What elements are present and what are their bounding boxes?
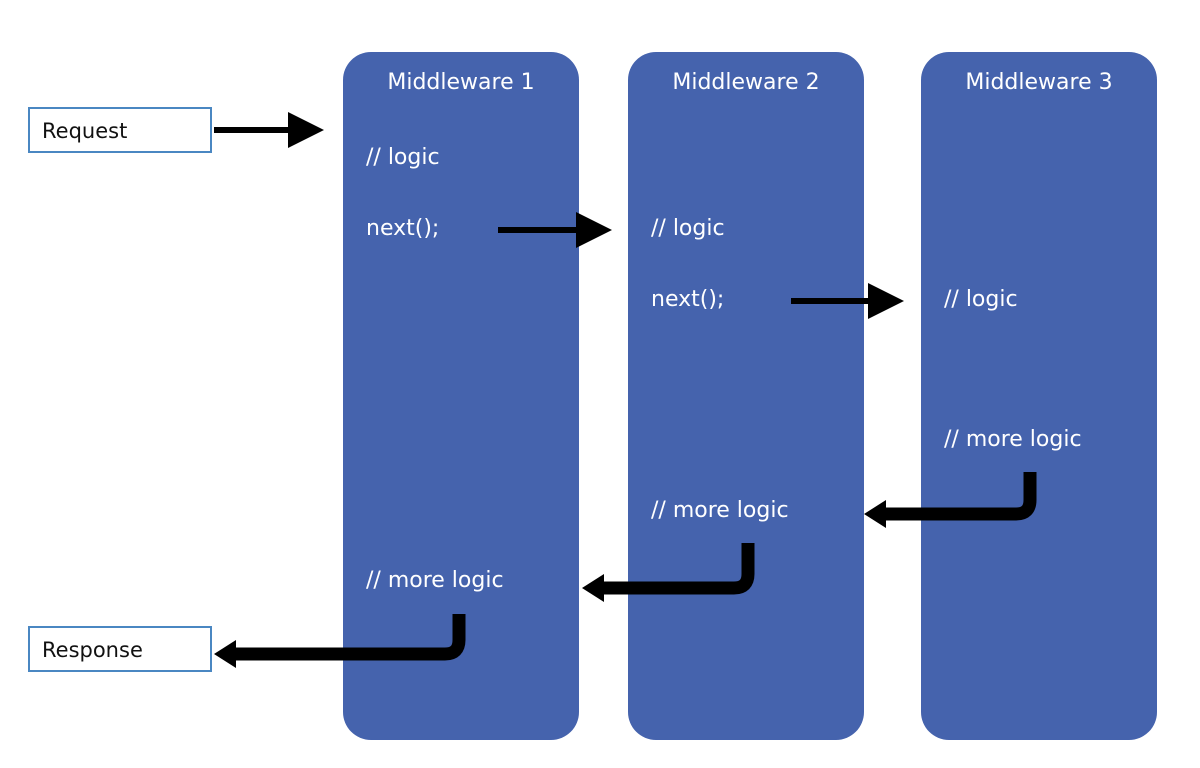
middleware-1-title: Middleware 1 (387, 70, 535, 95)
middleware-2-next: next(); (651, 287, 725, 312)
request-label: Request (42, 119, 128, 143)
response-box: Response (28, 626, 212, 672)
middleware-2-logic: // logic (651, 216, 725, 241)
return-arrow-head-response (214, 640, 236, 668)
middleware-2-block: Middleware 2 (628, 52, 864, 740)
middleware-3-to-middleware-2-return-arrow (886, 472, 1037, 521)
middleware-2-to-middleware-1-return-arrow (604, 543, 755, 595)
middleware-3-logic: // logic (944, 287, 1018, 312)
middleware-2-title: Middleware 2 (672, 70, 820, 95)
middleware-3-title: Middleware 3 (965, 70, 1113, 95)
return-arrow-head-2 (864, 500, 886, 528)
middleware-1-next: next(); (366, 216, 440, 241)
middleware-1-logic: // logic (366, 145, 440, 170)
return-arrow-head-1 (582, 574, 604, 602)
middleware-1-more-logic: // more logic (366, 568, 504, 593)
middleware-2-more-logic: // more logic (651, 498, 789, 523)
request-box: Request (28, 107, 212, 153)
middleware-3-block: Middleware 3 (921, 52, 1157, 740)
middleware-1-to-response-return-arrow (236, 614, 466, 661)
response-label: Response (42, 638, 143, 662)
middleware-3-more-logic: // more logic (944, 427, 1082, 452)
